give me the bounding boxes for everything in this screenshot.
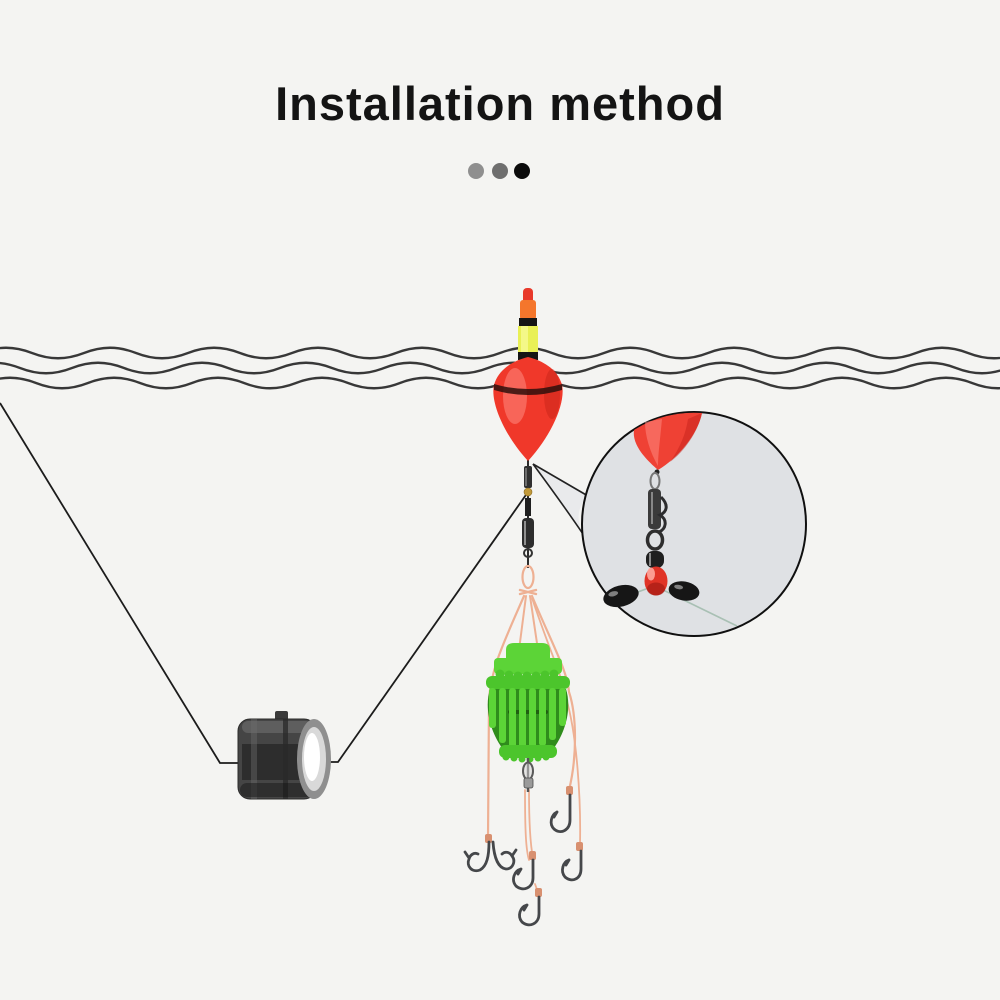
feeder-scallop (510, 754, 518, 762)
leader-right-outer (530, 594, 577, 792)
feeder-scallop (534, 754, 542, 762)
sinker-dark-band (242, 744, 306, 780)
magnifier-lens (581, 411, 807, 637)
sinker-bottom-shade (240, 783, 314, 797)
hook-right-upper (549, 793, 572, 833)
hook-left-b (491, 840, 518, 871)
stopper-right-highlight (674, 584, 684, 590)
magnified-red-bead-shade (647, 582, 665, 596)
float-band-lower (518, 352, 538, 360)
float-body-highlight (503, 368, 527, 424)
sinker-face-center (304, 733, 320, 781)
magnifier-circle (581, 411, 807, 637)
feeder-slat (489, 688, 496, 728)
feeder-slat (499, 688, 506, 743)
strand-to-lid-left (518, 595, 527, 651)
wave-line (0, 361, 1000, 375)
hook-wrap (485, 834, 492, 843)
strand-to-lid-right (529, 595, 539, 651)
feeder-scallop (518, 755, 526, 763)
dot (514, 163, 530, 179)
sinker-top-sheen (242, 721, 312, 733)
main-line (0, 402, 529, 764)
hook-wrap (566, 786, 573, 795)
magnified-float-tip-shade (670, 413, 702, 462)
main-line-left (0, 402, 240, 764)
fishing-hooks (463, 793, 583, 927)
magnified-float-tip-highlight (645, 419, 662, 466)
fishing-float (493, 288, 563, 461)
feeder-slats (489, 688, 566, 749)
feeder-scallop (542, 753, 550, 761)
hook-right-lower (561, 849, 583, 882)
leader-center-a (524, 789, 530, 861)
magnified-red-bead-highlight (647, 567, 655, 581)
stopper-left-highlight (608, 591, 619, 597)
swivel-clip (523, 777, 534, 789)
barrel-sinker (237, 711, 331, 800)
float-antenna-orange (520, 300, 536, 320)
feeder-axle (508, 710, 548, 714)
magnified-stopper-bead-left (603, 584, 639, 608)
magnified-snap-arm (656, 495, 668, 534)
loop-knot-loop (521, 564, 535, 590)
callout-wedge (532, 463, 589, 535)
line-stop-bead (523, 487, 533, 497)
swivel-loop (522, 761, 534, 781)
feeder-slat (549, 688, 556, 740)
dot (468, 163, 484, 179)
magnified-swivel-barrel (646, 551, 664, 568)
float-body-shade (544, 369, 560, 419)
float-waterline-stripe (494, 384, 562, 395)
bait-feeder-cage (486, 643, 570, 792)
feeder-scallop (502, 753, 510, 761)
feeder-interior (487, 689, 569, 748)
hook-left-a (463, 840, 491, 873)
hook-wrap (529, 851, 536, 860)
wedge-lower-edge (532, 463, 584, 535)
feeder-slat (559, 688, 566, 726)
feeder-lid-mid (494, 658, 562, 674)
sinker-hoop (251, 719, 257, 799)
feeder-slat (519, 688, 526, 749)
feeder-collar (486, 676, 570, 689)
stem-rod (525, 498, 531, 516)
feeder-lid-top (506, 643, 550, 660)
feeder-slat (539, 688, 546, 746)
feeder-slat (509, 688, 516, 748)
float-antenna-yellow-sheen (521, 326, 528, 352)
feeder-bottom-swivel (522, 758, 534, 792)
progress-dots (468, 163, 530, 179)
float-stem-hardware (522, 460, 534, 568)
sinker-seam (283, 719, 288, 799)
hook-wrap (576, 842, 583, 851)
leader-center-b (528, 789, 534, 859)
swivel-ring (523, 548, 533, 558)
barrel-swivel (522, 518, 534, 548)
snap-clip (524, 466, 532, 488)
loop-knot-wrap (518, 588, 538, 596)
hook-center-lower (518, 895, 541, 927)
dot (492, 163, 508, 179)
magnified-snap-body (648, 489, 661, 529)
float-band-upper (519, 318, 537, 326)
page-title: Installation method (275, 77, 725, 130)
feeder-slat (529, 688, 536, 749)
hook-wrap (535, 888, 542, 897)
wedge-upper-edge (532, 463, 589, 497)
magnified-swivel-ring (645, 529, 665, 551)
wave-line (0, 346, 1000, 360)
hook-wraps (485, 786, 583, 897)
hook-center-upper (512, 858, 535, 891)
